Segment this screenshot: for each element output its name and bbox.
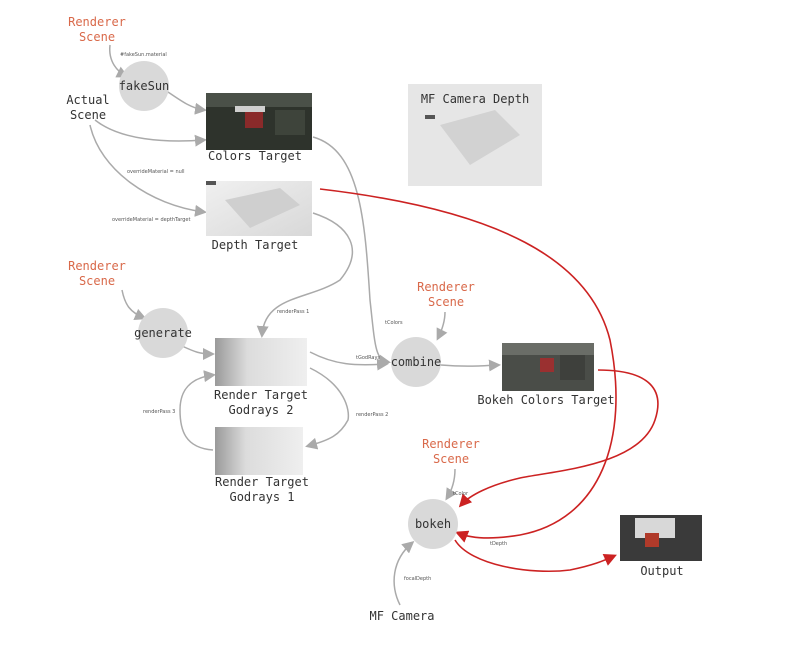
arrow-renderer-to-fakesun: [109, 44, 129, 78]
svg-text:Renderer: Renderer: [68, 15, 126, 29]
flow-arrows: [89, 44, 501, 606]
svg-text:combine: combine: [391, 355, 442, 369]
edge-label-t-god-rays: tGodRays: [356, 355, 380, 361]
edge-label-focal-depth: focalDepth: [404, 576, 431, 582]
arrow-colors-to-combine: [312, 136, 391, 367]
arrow-mfcamera-to-bokeh: [393, 541, 415, 606]
svg-text:Renderer: Renderer: [417, 280, 475, 294]
arrow-bokeh-to-output: [454, 539, 617, 573]
svg-text:MF Camera Depth: MF Camera Depth: [421, 92, 529, 106]
edge-label-render-pass-3: renderPass 3: [143, 409, 175, 415]
svg-text:Scene: Scene: [79, 30, 115, 44]
svg-text:Colors Target: Colors Target: [208, 149, 302, 163]
renderer-scene-bokeh: Renderer Scene: [422, 437, 480, 466]
arrow-generate-to-godrays2: [181, 345, 215, 360]
arrow-godrays2-to-godrays1: [305, 367, 350, 450]
edge-label-render-pass-2: renderPass 2: [356, 412, 388, 418]
renderer-scene-top: Renderer Scene: [68, 15, 126, 44]
svg-text:Renderer: Renderer: [422, 437, 480, 451]
mf-camera-label: MF Camera: [369, 609, 434, 623]
mf-camera-depth-target: MF Camera Depth: [408, 84, 542, 186]
fakesun-node: fakeSun: [119, 61, 170, 111]
svg-text:bokeh: bokeh: [415, 517, 451, 531]
arrow-renderer-to-bokeh: [445, 468, 457, 501]
svg-text:Render Target: Render Target: [215, 475, 309, 489]
arrow-fakesun-to-colors: [164, 89, 207, 115]
edge-label-t-depth: tDepth: [490, 541, 507, 547]
arrow-renderer-to-combine: [436, 311, 448, 341]
svg-text:Scene: Scene: [79, 274, 115, 288]
edge-label-override-depth: overrideMaterial = depthTarget: [112, 217, 190, 223]
svg-text:generate: generate: [134, 326, 192, 340]
svg-text:Scene: Scene: [433, 452, 469, 466]
renderer-scene-mid: Renderer Scene: [68, 259, 126, 288]
arrow-depth-to-godrays2: [256, 212, 354, 338]
edge-label-override-null: overrideMaterial = null: [127, 169, 185, 175]
svg-text:Godrays 2: Godrays 2: [228, 403, 293, 417]
svg-text:Actual: Actual: [66, 93, 109, 107]
godrays1-target: Render Target Godrays 1: [215, 427, 309, 504]
depth-target: Depth Target: [206, 181, 312, 252]
arrow-combine-to-bokeh-colors: [440, 359, 501, 372]
svg-text:Render Target: Render Target: [214, 388, 308, 402]
bokeh-colors-target: Bokeh Colors Target: [477, 343, 615, 407]
colors-target: Colors Target: [206, 93, 312, 163]
output-target: Output: [620, 515, 702, 578]
arrow-scene-to-depth: [89, 124, 207, 217]
edge-label-fakesun-material: #fakeSun.material: [120, 52, 167, 58]
actual-scene-label: Actual Scene: [66, 93, 109, 122]
arrow-renderer-to-generate: [121, 289, 147, 320]
svg-text:Renderer: Renderer: [68, 259, 126, 273]
edge-label-t-colors: tColors: [385, 320, 403, 326]
svg-text:Godrays 1: Godrays 1: [229, 490, 294, 504]
arrow-godrays1-to-godrays2: [179, 370, 216, 451]
svg-text:Bokeh Colors Target: Bokeh Colors Target: [477, 393, 614, 407]
svg-text:Depth Target: Depth Target: [212, 238, 299, 252]
renderer-scene-combine: Renderer Scene: [417, 280, 475, 309]
arrow-bokeh-colors-to-bokeh: [458, 369, 659, 508]
arrow-godrays2-to-combine: [309, 351, 389, 371]
svg-text:Scene: Scene: [428, 295, 464, 309]
svg-text:Output: Output: [640, 564, 683, 578]
arrow-depth-to-bokeh: [319, 188, 617, 543]
edge-label-t-color: tColor: [453, 491, 469, 497]
edge-label-render-pass-1: renderPass 1: [277, 309, 309, 315]
svg-text:fakeSun: fakeSun: [119, 79, 170, 93]
arrow-scene-to-colors: [94, 119, 207, 147]
bokeh-node: bokeh: [408, 499, 458, 549]
generate-node: generate: [134, 308, 192, 358]
combine-node: combine: [391, 337, 442, 387]
godrays2-target: Render Target Godrays 2: [214, 338, 308, 417]
highlight-arrows: [319, 188, 659, 573]
svg-text:Scene: Scene: [70, 108, 106, 122]
